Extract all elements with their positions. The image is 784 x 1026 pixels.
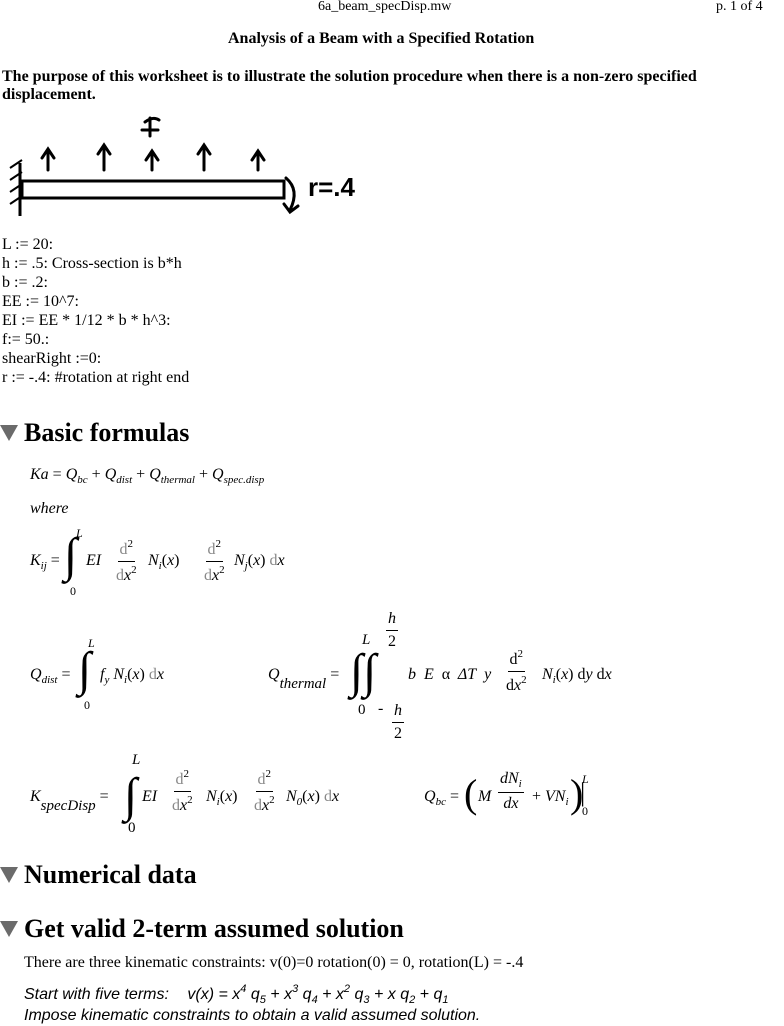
code-line: h := .5: Cross-section is b*h [2, 255, 182, 272]
code-line: EE := 10^7: [2, 293, 79, 310]
section-heading: Get valid 2-term assumed solution [24, 914, 404, 943]
code-line: f:= 50.: [2, 331, 50, 348]
section-heading: Basic formulas [24, 418, 190, 447]
section-valid-solution[interactable]: Get valid 2-term assumed solution [0, 914, 404, 944]
rotation-label: r=.4 [308, 172, 356, 202]
beam-diagram: r=.4 [9, 116, 356, 216]
section-heading: Numerical data [24, 860, 197, 889]
purpose-paragraph: The purpose of this worksheet is to illu… [2, 68, 697, 103]
start-line: Start with five terms: v(x) = x4 q5 + x3… [24, 983, 449, 1006]
formula-ka: Ka = Qbc + Qdist + Qthermal + Qspec.disp [30, 466, 265, 486]
impose-text: Impose kinematic constraints to obtain a… [24, 1007, 481, 1024]
file-name: 6a_beam_specDisp.mw [318, 0, 452, 14]
code-line: shearRight :=0: [2, 350, 102, 367]
section-basic-formulas[interactable]: Basic formulas [0, 418, 189, 448]
code-line: b := .2: [2, 274, 48, 291]
section-numerical-data[interactable]: Numerical data [0, 860, 197, 890]
collapse-triangle-icon[interactable] [0, 921, 18, 937]
collapse-triangle-icon[interactable] [0, 867, 18, 883]
formula-qdist: Qdist = ∫ L 0 fy Ni(x) dx [30, 636, 164, 712]
code-block: L := 20: h := .5: Cross-section is b*h b… [2, 235, 189, 387]
page-number: p. 1 of 4 [716, 0, 763, 14]
code-line: EI := EE * 1/12 * b * h^3: [2, 312, 171, 329]
start-text: Start with five terms: [24, 986, 169, 1003]
collapse-triangle-icon[interactable] [0, 425, 18, 441]
code-line: L := 20: [2, 236, 54, 253]
code-line: r := -.4: #rotation at right end [2, 369, 190, 386]
document-title: Analysis of a Beam with a Specified Rota… [228, 30, 535, 47]
where-label: where [30, 500, 69, 517]
constraints-text: There are three kinematic constraints: v… [24, 954, 524, 971]
